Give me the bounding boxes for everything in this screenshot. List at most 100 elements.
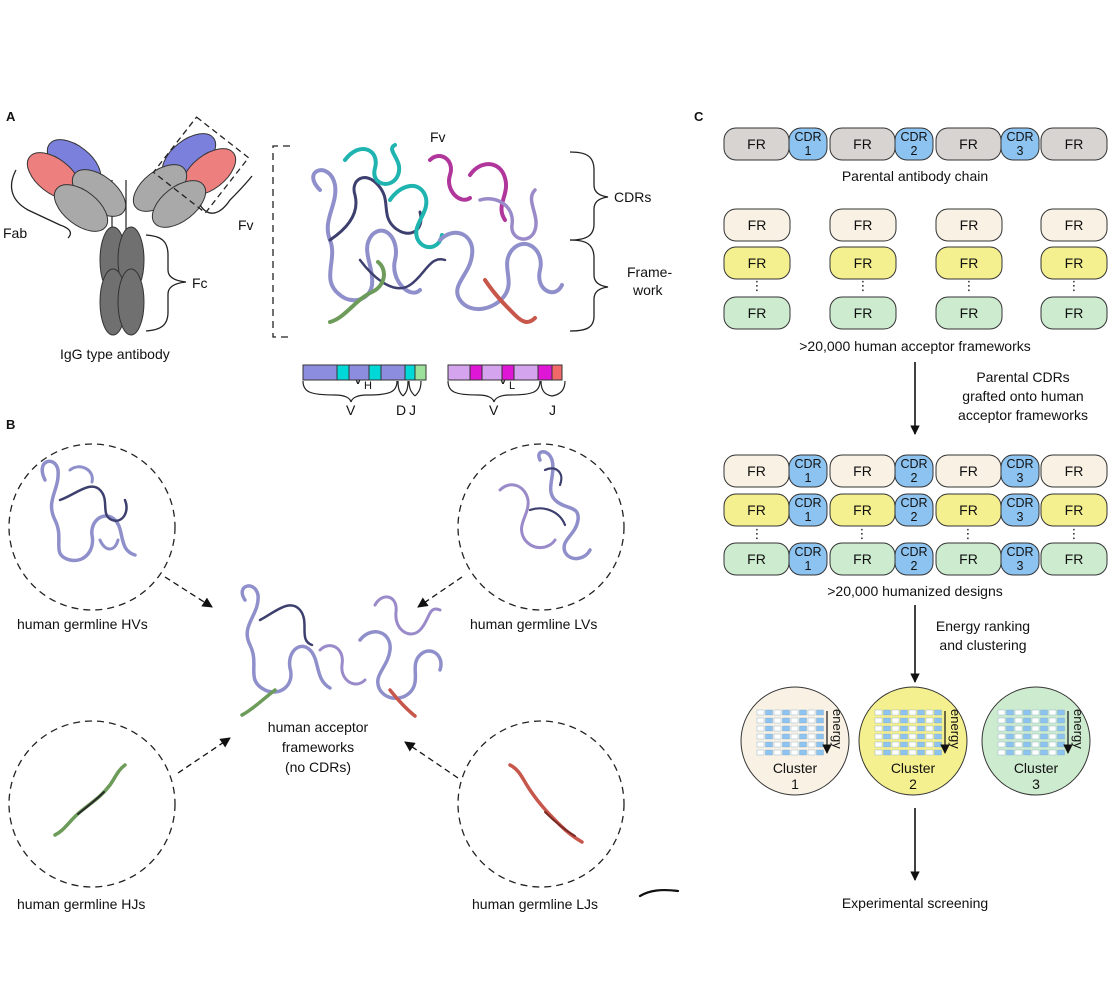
- igg-caption: IgG type antibody: [60, 346, 170, 362]
- cluster-design-cell: [874, 725, 883, 732]
- cluster-design-cell: [934, 733, 942, 740]
- acceptor-fr-cream: [829, 208, 897, 242]
- acceptor-fr-yellow: [723, 246, 791, 280]
- cluster-design-cell: [1040, 741, 1048, 748]
- cluster-design-cell: [807, 749, 816, 756]
- cluster-design-cell: [925, 733, 934, 740]
- framework-label-line2: work: [632, 282, 664, 298]
- lv-ribbon: [498, 450, 592, 561]
- cluster-design-cell: [799, 725, 807, 732]
- design-cream-cdr-1-number: 1: [805, 471, 812, 485]
- hv-ribbon: [40, 459, 137, 563]
- vh-v-label: V: [346, 402, 356, 418]
- cluster-design-cell: [1048, 733, 1057, 740]
- acceptor-fr-green-label: FR: [960, 305, 979, 321]
- cluster-design-cell: [773, 717, 782, 724]
- cluster-design-cell: [883, 709, 891, 716]
- acceptor-fr-green: [829, 296, 897, 330]
- cluster-design-cell: [790, 741, 799, 748]
- cluster-design-cell: [756, 725, 765, 732]
- cluster-design-cell: [1031, 741, 1040, 748]
- igg-antibody-diagram: [10, 116, 253, 336]
- framework-label-line1: Frame-: [627, 264, 672, 280]
- cluster-design-cell: [782, 749, 790, 756]
- lv-circle: [457, 443, 625, 611]
- cluster-design-cell: [756, 717, 765, 724]
- cluster-design-cell: [997, 725, 1006, 732]
- cdrs-brace: [569, 151, 609, 241]
- cluster-design-cell: [925, 749, 934, 756]
- acceptor-fr-yellow: [935, 246, 1003, 280]
- cluster-design-cell: [1057, 741, 1065, 748]
- energy-label: energy: [948, 709, 963, 749]
- acceptor-ellipsis: ⋮: [963, 278, 976, 293]
- cluster-design-cell: [997, 709, 1006, 716]
- cluster-design-cell: [1048, 717, 1057, 724]
- acceptor-fr-yellow-label: FR: [1065, 255, 1084, 271]
- cluster-design-cell: [934, 709, 942, 716]
- cluster-design-cell: [773, 725, 782, 732]
- cluster-design-cell: [1006, 717, 1014, 724]
- cluster-design-cell: [1023, 733, 1031, 740]
- cluster-design-cell: [807, 709, 816, 716]
- panel-c-label: C: [694, 109, 704, 124]
- cluster-number: 2: [909, 776, 917, 792]
- cluster-design-cell: [1006, 733, 1014, 740]
- vh-j-label: J: [409, 402, 416, 418]
- cluster-design-cell: [1006, 749, 1014, 756]
- cluster-design-cell: [1023, 725, 1031, 732]
- cluster-design-cell: [883, 733, 891, 740]
- acceptor-fr-green: [723, 296, 791, 330]
- parental-cdr-2-label: CDR: [900, 130, 927, 144]
- graft-text-line2: grafted onto human: [962, 388, 1083, 404]
- cluster-design-cell: [1023, 717, 1031, 724]
- parental-cdr-3-label: CDR: [1006, 130, 1033, 144]
- cluster-design-cell: [816, 717, 824, 724]
- hv-arrow: [164, 576, 213, 608]
- fab-label: Fab: [3, 225, 27, 241]
- vh-segment-block: [404, 364, 416, 381]
- vh-d-brace: [397, 380, 409, 397]
- cluster-design-cell: [883, 717, 891, 724]
- cluster-design-cell: [790, 709, 799, 716]
- cluster-design-cell: [891, 717, 900, 724]
- design-yellow-cdr-3-label: CDR: [1006, 496, 1033, 510]
- fv-label: Fv: [238, 217, 254, 233]
- design-green-cdr-3-number: 3: [1017, 559, 1024, 573]
- cluster-design-cell: [1057, 717, 1065, 724]
- cluster-design-cell: [925, 717, 934, 724]
- cluster-design-cell: [782, 741, 790, 748]
- cluster-design-cell: [874, 717, 883, 724]
- lj-ribbon: [508, 763, 584, 844]
- cluster-design-cell: [934, 725, 942, 732]
- cluster-design-cell: [1014, 725, 1023, 732]
- design-yellow-cdr-2-number: 2: [911, 510, 918, 524]
- cluster-design-cell: [816, 725, 824, 732]
- cluster-design-cell: [900, 717, 908, 724]
- design-green-cdr-3: [1000, 542, 1040, 576]
- acceptor-fr-green: [935, 296, 1003, 330]
- vh-segment-block: [348, 364, 370, 381]
- design-green-fr-label: FR: [959, 551, 978, 567]
- cluster-design-cell: [1031, 709, 1040, 716]
- design-cream-fr-label: FR: [853, 463, 872, 479]
- design-yellow-cdr-1-number: 1: [805, 510, 812, 524]
- design-yellow-cdr-1-label: CDR: [794, 496, 821, 510]
- acceptor-fr-cream-label: FR: [1065, 217, 1084, 233]
- cluster-design-cell: [765, 749, 773, 756]
- design-green-fr-label: FR: [747, 551, 766, 567]
- cluster-design-cell: [1057, 725, 1065, 732]
- parental-caption: Parental antibody chain: [842, 168, 988, 184]
- design-yellow-fr-label: FR: [1065, 502, 1084, 518]
- cluster-design-cell: [816, 741, 824, 748]
- cluster-design-cell: [816, 709, 824, 716]
- cluster-design-cell: [900, 749, 908, 756]
- parental-cdr-1-number: 1: [805, 144, 812, 158]
- acceptor-fr-yellow: [829, 246, 897, 280]
- cluster-design-cell: [874, 749, 883, 756]
- cluster-design-cell: [1014, 733, 1023, 740]
- cluster-design-cell: [900, 733, 908, 740]
- cluster-design-cell: [900, 725, 908, 732]
